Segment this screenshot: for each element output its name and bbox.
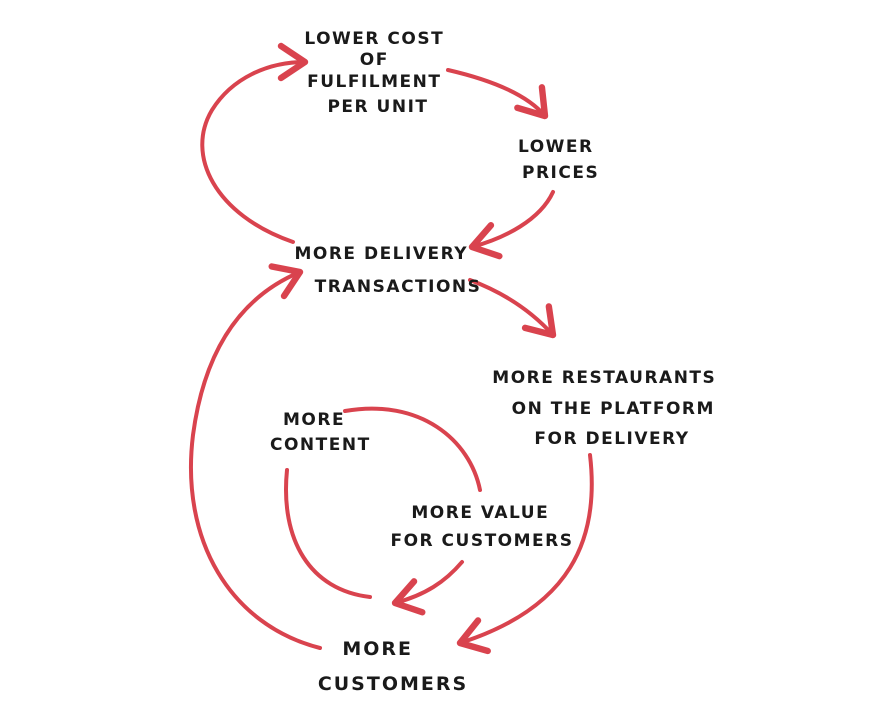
node-lower-prices: LOWER PRICES xyxy=(518,137,601,183)
node-more-restaurants-line-3: FOR DELIVERY xyxy=(534,429,689,449)
arrow-customers-to-delivery xyxy=(188,263,322,650)
node-lower-cost-line-4: PER UNIT xyxy=(327,97,428,117)
node-more-value-line-2: FOR CUSTOMERS xyxy=(390,531,573,551)
node-more-customers-line-2: CUSTOMERS xyxy=(318,673,468,695)
arrow-delivery-to-cost xyxy=(200,42,309,244)
node-more-delivery: MORE DELIVERY TRANSACTIONS xyxy=(294,244,481,297)
node-more-content: MORE CONTENT xyxy=(270,410,371,455)
node-lower-cost-line-1: LOWER COST xyxy=(304,29,444,49)
node-lower-cost-line-3: FULFILMENT xyxy=(307,72,441,92)
node-more-content-line-2: CONTENT xyxy=(270,435,371,455)
node-more-customers: MORE CUSTOMERS xyxy=(318,638,468,695)
node-more-value: MORE VALUE FOR CUSTOMERS xyxy=(390,503,573,551)
arrow-value-to-customers xyxy=(391,560,464,616)
node-more-restaurants-line-1: MORE RESTAURANTS xyxy=(492,368,716,388)
arrow-content-to-value xyxy=(343,406,482,492)
node-more-value-line-1: MORE VALUE xyxy=(411,503,549,523)
node-more-restaurants: MORE RESTAURANTS ON THE PLATFORM FOR DEL… xyxy=(492,368,723,449)
arrow-prices-to-delivery xyxy=(468,190,555,260)
node-lower-cost: LOWER COST OF FULFILMENT PER UNIT xyxy=(304,29,451,117)
node-more-customers-line-1: MORE xyxy=(342,638,413,660)
node-more-restaurants-line-2: ON THE PLATFORM xyxy=(512,399,715,419)
arrow-customers-to-content xyxy=(284,468,372,599)
node-lower-prices-line-2: PRICES xyxy=(522,163,599,183)
node-more-content-line-1: MORE xyxy=(283,410,345,430)
node-more-delivery-line-2: TRANSACTIONS xyxy=(315,277,482,297)
arrow-delivery-to-restaurants xyxy=(468,278,557,339)
node-more-delivery-line-1: MORE DELIVERY xyxy=(294,244,468,264)
node-lower-cost-line-2: OF xyxy=(360,50,389,70)
arrow-cost-to-prices xyxy=(446,68,549,120)
node-lower-prices-line-1: LOWER xyxy=(518,137,594,157)
arrow-restaurants-to-customers xyxy=(456,453,594,655)
